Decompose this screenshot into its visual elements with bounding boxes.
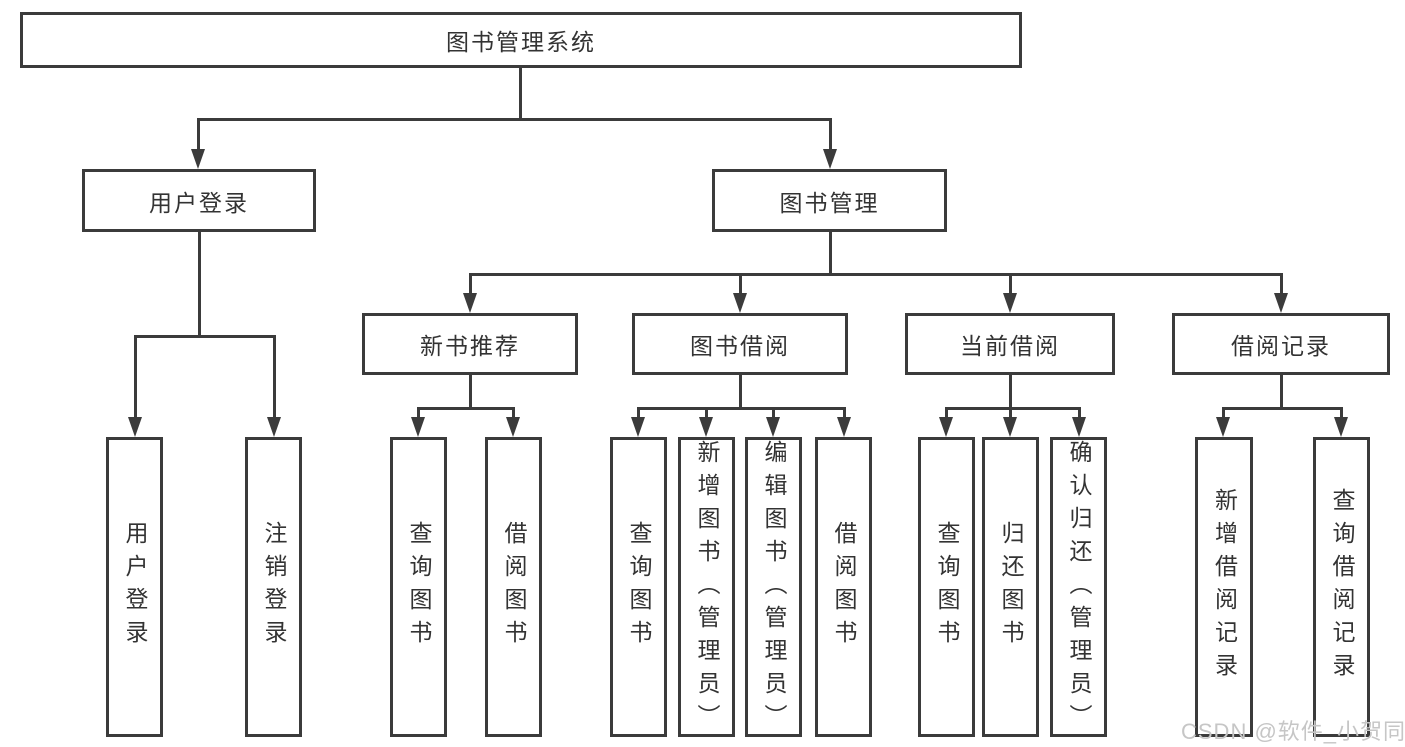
connector-line (512, 407, 515, 417)
connector-line (739, 375, 742, 407)
node-book-borrow-label: 图书借阅 (690, 333, 790, 359)
arrow-down-icon (128, 417, 142, 437)
connector-line (417, 407, 420, 417)
leaf-logout: 注销登录 (245, 437, 302, 737)
connector-line (945, 407, 1081, 410)
connector-line (469, 273, 1283, 276)
connector-line (197, 118, 200, 150)
leaf-bookborrow-borrow-label: 借阅图书 (831, 521, 857, 653)
node-borrow-history: 借阅记录 (1172, 313, 1390, 375)
arrow-down-icon (823, 149, 837, 169)
connector-line (1009, 375, 1012, 407)
arrow-down-icon (506, 417, 520, 437)
node-book-borrow: 图书借阅 (632, 313, 848, 375)
connector-line (829, 232, 832, 273)
leaf-history-add: 新增借阅记录 (1195, 437, 1253, 737)
leaf-history-add-label: 新增借阅记录 (1211, 488, 1238, 686)
arrow-down-icon (1003, 417, 1017, 437)
leaf-newbooks-query: 查询图书 (390, 437, 447, 737)
connector-line (197, 118, 832, 121)
connector-line (843, 407, 846, 417)
connector-line (1280, 273, 1283, 295)
leaf-currentborrow-query: 查询图书 (918, 437, 975, 737)
connector-line (273, 335, 276, 417)
leaf-newbooks-query-label: 查询图书 (406, 521, 432, 653)
node-current-borrow: 当前借阅 (905, 313, 1115, 375)
csdn-watermark: CSDN @软件_小贺同学 (1181, 719, 1405, 744)
leaf-newbooks-borrow: 借阅图书 (485, 437, 542, 737)
connector-line (198, 232, 201, 335)
node-current-borrow-label: 当前借阅 (960, 333, 1060, 359)
connector-line (469, 273, 472, 295)
arrow-down-icon (463, 293, 477, 313)
leaf-bookborrow-edit-label: 编辑图书（管理员） (761, 440, 787, 737)
connector-line (1222, 407, 1343, 410)
leaf-currentborrow-return-label: 归还图书 (998, 521, 1024, 653)
connector-line (739, 273, 742, 295)
node-book-mgmt: 图书管理 (712, 169, 947, 232)
leaf-bookborrow-add-label: 新增图书（管理员） (694, 440, 720, 737)
leaf-currentborrow-query-label: 查询图书 (934, 521, 960, 653)
arrow-down-icon (411, 417, 425, 437)
leaf-newbooks-borrow-label: 借阅图书 (501, 521, 527, 653)
arrow-down-icon (631, 417, 645, 437)
node-new-books: 新书推荐 (362, 313, 578, 375)
leaf-history-query-label: 查询借阅记录 (1329, 488, 1355, 686)
connector-line (829, 118, 832, 150)
arrow-down-icon (191, 149, 205, 169)
arrow-down-icon (1072, 417, 1086, 437)
connector-line (945, 407, 948, 417)
node-user-login-label: 用户登录 (149, 189, 249, 216)
leaf-user-login: 用户登录 (106, 437, 163, 737)
node-borrow-history-label: 借阅记录 (1231, 333, 1331, 359)
arrow-down-icon (1216, 417, 1230, 437)
connector-line (1222, 407, 1225, 417)
arrow-down-icon (1003, 293, 1017, 313)
leaf-bookborrow-borrow: 借阅图书 (815, 437, 872, 737)
leaf-bookborrow-add: 新增图书（管理员） (678, 437, 735, 737)
node-root-label: 图书管理系统 (446, 29, 596, 55)
leaf-history-query: 查询借阅记录 (1313, 437, 1370, 737)
arrow-down-icon (837, 417, 851, 437)
node-book-mgmt-label: 图书管理 (779, 189, 880, 216)
arrow-down-icon (733, 293, 747, 313)
connector-line (469, 375, 472, 407)
arrow-down-icon (939, 417, 953, 437)
connector-line (637, 407, 846, 410)
arrow-down-icon (1334, 417, 1348, 437)
connector-line (134, 335, 137, 417)
connector-line (772, 407, 775, 417)
node-user-login: 用户登录 (82, 169, 316, 232)
connector-line (134, 335, 276, 338)
arrow-down-icon (766, 417, 780, 437)
connector-line (1009, 273, 1012, 295)
node-root: 图书管理系统 (20, 12, 1022, 68)
connector-line (705, 407, 708, 417)
leaf-currentborrow-return: 归还图书 (982, 437, 1039, 737)
connector-line (1009, 407, 1012, 417)
arrow-down-icon (267, 417, 281, 437)
leaf-user-login-label: 用户登录 (122, 521, 148, 653)
leaf-currentborrow-confirm: 确认归还（管理员） (1050, 437, 1107, 737)
leaf-bookborrow-edit: 编辑图书（管理员） (745, 437, 802, 737)
connector-line (1280, 375, 1283, 407)
leaf-bookborrow-query: 查询图书 (610, 437, 667, 737)
connector-line (1078, 407, 1081, 417)
arrow-down-icon (699, 417, 713, 437)
connector-line (519, 68, 522, 118)
arrow-down-icon (1274, 293, 1288, 313)
leaf-logout-label: 注销登录 (261, 521, 287, 653)
leaf-currentborrow-confirm-label: 确认归还（管理员） (1066, 440, 1092, 737)
node-new-books-label: 新书推荐 (420, 333, 520, 359)
connector-line (1340, 407, 1343, 417)
leaf-bookborrow-query-label: 查询图书 (626, 521, 652, 653)
connector-line (637, 407, 640, 417)
connector-line (417, 407, 515, 410)
